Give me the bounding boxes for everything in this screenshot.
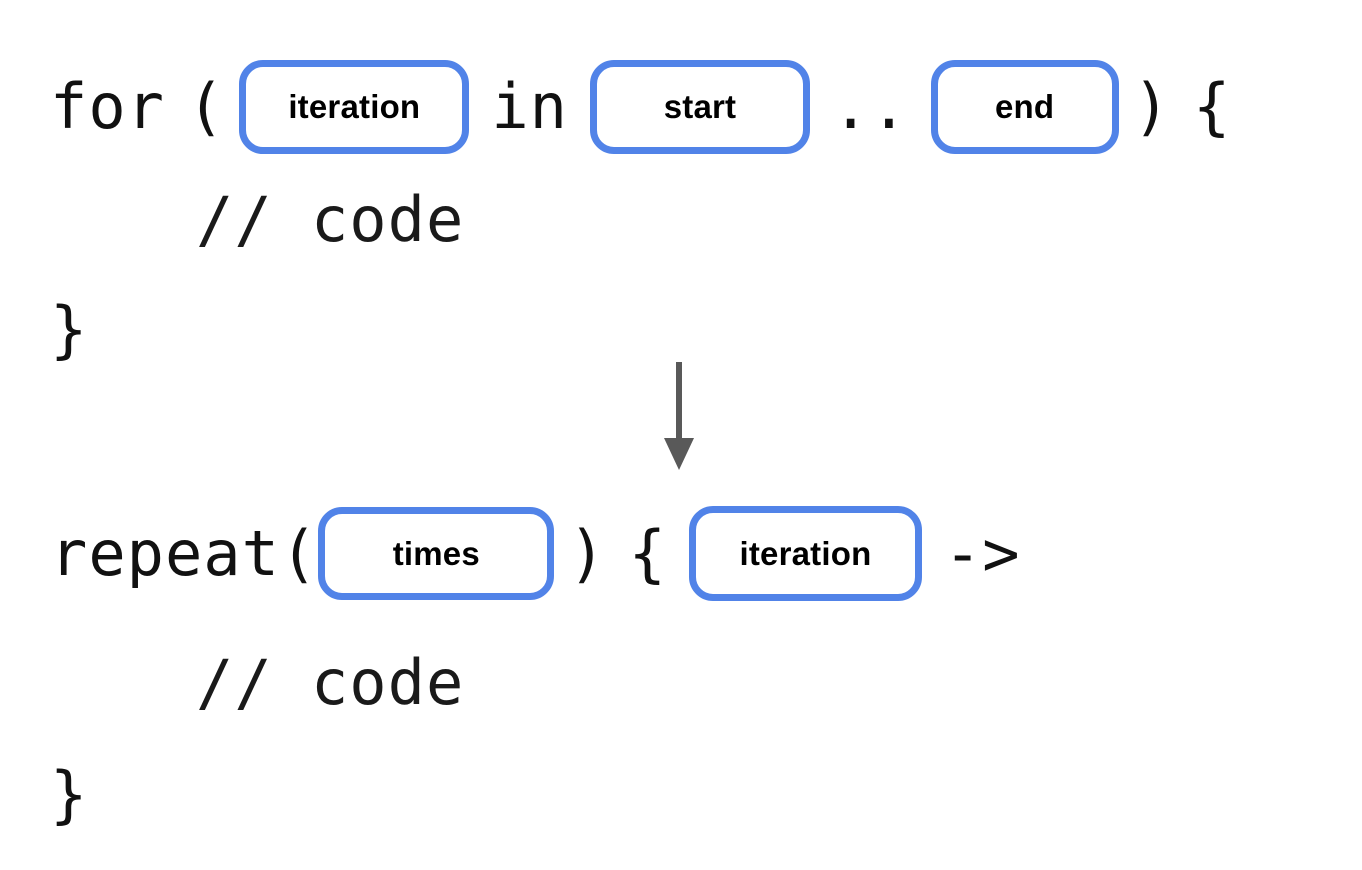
comment-text: // code xyxy=(196,646,465,719)
comment-text: // code xyxy=(196,183,465,256)
code-line-comment-before: // code xyxy=(196,185,464,255)
close-paren: ) xyxy=(568,516,607,590)
chip-times[interactable]: times xyxy=(318,507,555,600)
chip-start[interactable]: start xyxy=(589,60,810,154)
chip-end[interactable]: end xyxy=(930,60,1119,154)
code-line-for-loop-header: for ( iteration in start .. end ) { xyxy=(50,60,1231,154)
open-brace: { xyxy=(1192,70,1232,143)
close-paren: ) xyxy=(1132,70,1171,143)
code-line-close-brace-before: } xyxy=(50,295,88,365)
open-paren: ( xyxy=(186,70,226,143)
code-line-close-brace-after: } xyxy=(50,760,88,830)
code-line-repeat-header: repeat( times ) { iteration -> xyxy=(50,506,1021,601)
chip-iteration-after[interactable]: iteration xyxy=(688,506,922,601)
close-brace: } xyxy=(50,758,89,831)
chip-iteration-before[interactable]: iteration xyxy=(239,60,470,154)
keyword-for: for xyxy=(50,70,165,143)
open-brace: { xyxy=(628,516,667,590)
function-repeat: repeat( xyxy=(50,516,319,590)
close-brace: } xyxy=(50,293,89,366)
code-line-comment-after: // code xyxy=(196,648,464,718)
range-operator: .. xyxy=(831,70,909,143)
keyword-in: in xyxy=(491,70,568,143)
lambda-arrow: -> xyxy=(943,516,1021,590)
down-arrow-icon xyxy=(664,362,694,470)
